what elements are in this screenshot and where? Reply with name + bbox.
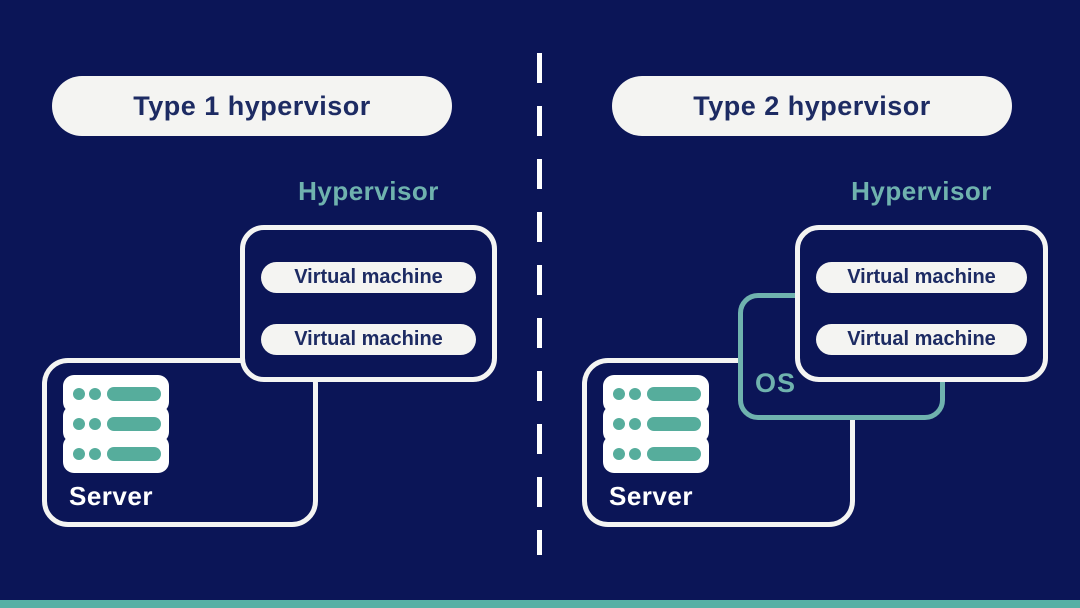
server-led-dot — [613, 448, 625, 460]
type1-title-badge: Type 1 hypervisor — [52, 76, 452, 136]
type1-hypervisor-box: Virtual machine Virtual machine — [240, 225, 497, 382]
vm-pill: Virtual machine — [816, 262, 1027, 293]
server-led-dot — [89, 448, 101, 460]
server-icon — [63, 375, 169, 473]
server-led-dot — [89, 388, 101, 400]
server-led-dot — [73, 388, 85, 400]
server-led-dot — [73, 418, 85, 430]
server-icon-row — [603, 435, 709, 473]
server-slot-bar — [647, 447, 701, 461]
server-slot-bar — [107, 447, 161, 461]
vm-pill: Virtual machine — [261, 324, 476, 355]
type1-server-box: Server — [42, 358, 318, 527]
vm-pill: Virtual machine — [816, 324, 1027, 355]
server-led-dot — [629, 388, 641, 400]
type2-title-badge: Type 2 hypervisor — [612, 76, 1012, 136]
bottom-accent-bar — [0, 600, 1080, 608]
type2-server-label: Server — [609, 481, 693, 511]
type2-hypervisor-box: Virtual machine Virtual machine — [795, 225, 1048, 382]
server-slot-bar — [107, 417, 161, 431]
server-slot-bar — [647, 387, 701, 401]
type1-server-label: Server — [69, 481, 153, 511]
server-icon-row — [63, 435, 169, 473]
server-led-dot — [629, 448, 641, 460]
server-slot-bar — [647, 417, 701, 431]
vm-pill: Virtual machine — [261, 262, 476, 293]
type2-hypervisor-label: Hypervisor — [851, 176, 992, 206]
divider-dashed-line-icon — [537, 53, 542, 555]
server-led-dot — [629, 418, 641, 430]
server-led-dot — [613, 388, 625, 400]
server-led-dot — [73, 448, 85, 460]
server-led-dot — [89, 418, 101, 430]
server-icon — [603, 375, 709, 473]
type2-os-label: OS — [755, 368, 797, 398]
type1-hypervisor-label: Hypervisor — [298, 176, 439, 206]
type2-title-text: Type 2 hypervisor — [693, 90, 931, 121]
server-led-dot — [613, 418, 625, 430]
type1-title-text: Type 1 hypervisor — [133, 90, 371, 121]
server-slot-bar — [107, 387, 161, 401]
